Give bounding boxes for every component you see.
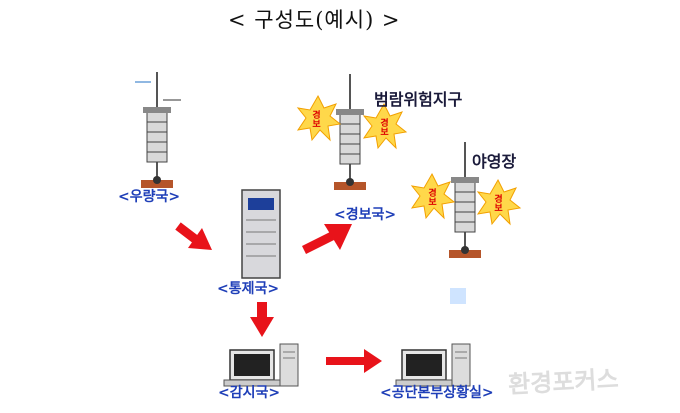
control-station-label: <통제국> (217, 281, 280, 297)
flood-zone-tower (333, 73, 367, 191)
rain-station-label: <우량국> (118, 189, 181, 205)
monitor-station-computer (223, 343, 299, 387)
campground-label: 야영장 (472, 152, 517, 171)
flood-zone-label: 범람위험지구 (374, 90, 463, 109)
alarm-text: 경보 (378, 118, 388, 136)
alarm-text: 경보 (492, 194, 502, 212)
office-label: <공단본부상황실> (380, 385, 494, 401)
diagram-title: < 구성도(예시) > (228, 8, 401, 32)
arrow-control-to-monitor (250, 302, 274, 337)
office-computer (395, 343, 471, 387)
monitor-station-label: <감시국> (218, 385, 281, 401)
arrow-control-to-alarm (301, 224, 352, 255)
control-station-server (241, 189, 281, 279)
watermark: 환경포커스 (507, 365, 620, 399)
alarm-station-label: <경보국> (334, 207, 397, 223)
rain-station-tower (135, 71, 181, 189)
alarm-text: 경보 (310, 110, 320, 128)
arrow-monitor-to-office (326, 349, 382, 373)
placeholder-square (450, 288, 466, 304)
arrow-rain-to-control (175, 222, 212, 250)
alarm-text: 경보 (426, 188, 436, 206)
